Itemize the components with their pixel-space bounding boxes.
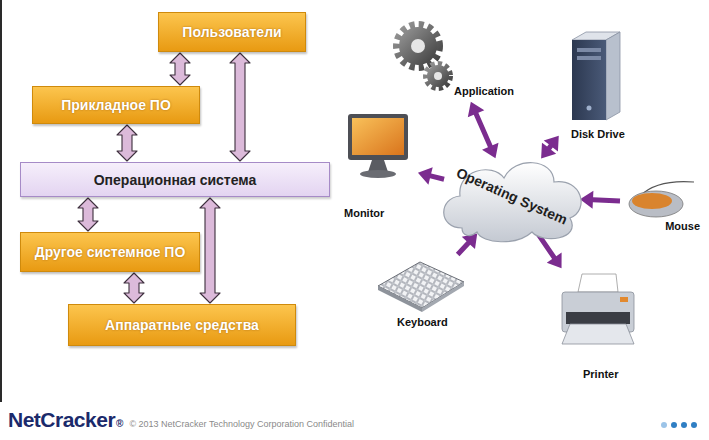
- mouse-icon: [629, 182, 694, 217]
- block-arrow: [78, 198, 98, 231]
- node-label: Аппаратные средства: [105, 317, 259, 333]
- logo-text: NetCracker: [8, 408, 115, 432]
- block-arrow: [200, 198, 220, 303]
- device-label: Mouse: [665, 220, 700, 232]
- device-node: Mouse: [622, 172, 706, 234]
- flow-arrow: [456, 233, 477, 256]
- gears-icon: [397, 25, 450, 88]
- layer-box: Аппаратные средства: [68, 304, 296, 346]
- block-arrow: [117, 125, 137, 161]
- block-arrow: [170, 53, 190, 85]
- node-label: Операционная система: [94, 172, 257, 188]
- node-label: Другое системное ПО: [35, 244, 186, 260]
- disk-drive-icon: [572, 32, 620, 120]
- frame-line: [0, 0, 2, 402]
- printer-icon: [562, 274, 634, 344]
- footer: NetCracker® © 2013 NetCracker Technology …: [8, 408, 354, 432]
- os-band: Операционная система: [20, 162, 330, 197]
- logo-mark: ®: [116, 418, 123, 429]
- flow-arrow: [418, 167, 445, 184]
- flow-arrow: [541, 136, 559, 159]
- device-label: Monitor: [344, 207, 384, 219]
- node-label: Пользователи: [182, 24, 281, 40]
- device-label: Keyboard: [397, 316, 448, 328]
- pager-dots: [661, 422, 697, 428]
- block-arrow: [230, 53, 250, 161]
- flow-arrow: [468, 102, 499, 158]
- os-cloud: Operating System: [432, 148, 592, 244]
- device-node: Keyboard: [372, 256, 472, 330]
- copyright-note: © 2013 NetCracker Technology Corporation…: [129, 419, 354, 429]
- device-label: Disk Drive: [571, 128, 625, 140]
- layer-box: Прикладное ПО: [32, 86, 200, 124]
- layer-box: Другое системное ПО: [20, 232, 200, 272]
- flow-arrow: [580, 191, 620, 209]
- node-label: Прикладное ПО: [61, 97, 171, 113]
- layer-box: Пользователи: [158, 12, 306, 52]
- monitor-icon: [348, 114, 408, 178]
- device-node: Monitor: [340, 105, 416, 221]
- device-node: Printer: [556, 270, 646, 382]
- device-label: Printer: [583, 368, 618, 380]
- device-node: Application: [388, 22, 518, 100]
- device-label: Application: [454, 85, 514, 97]
- device-node: Disk Drive: [560, 28, 636, 142]
- keyboard-icon: [378, 262, 464, 312]
- block-arrow: [124, 273, 144, 303]
